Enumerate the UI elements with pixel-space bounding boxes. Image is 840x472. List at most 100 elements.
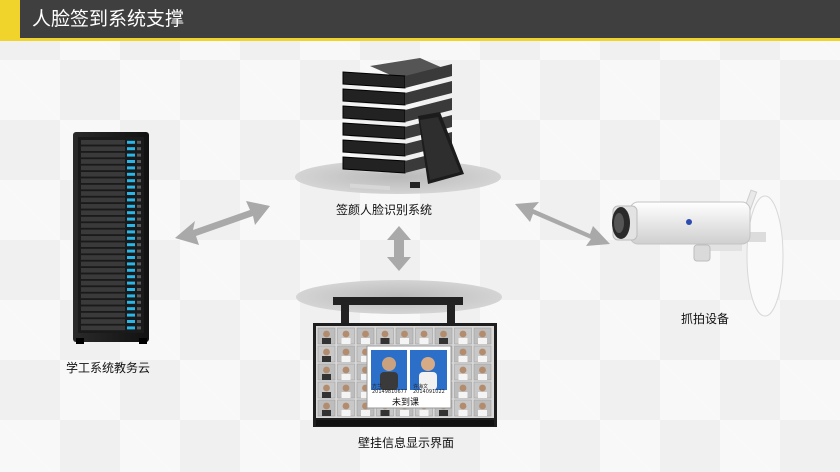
slide-title: 人脸签到系统支撑 <box>32 8 185 30</box>
photo-face <box>479 402 486 410</box>
camera-label: 抓拍设备 <box>681 312 730 326</box>
rack-port <box>137 211 141 215</box>
rack-port <box>137 198 141 202</box>
arrow-cloud-recognition <box>175 201 270 245</box>
photo-shirt <box>341 374 351 380</box>
photo-shirt <box>361 374 370 380</box>
rack-port <box>137 172 141 176</box>
rack-led <box>127 313 135 317</box>
photo-shirt <box>478 374 487 380</box>
rack-led <box>127 198 135 202</box>
display-card1-id: 20149810677 <box>372 389 407 395</box>
photo-face <box>459 330 467 338</box>
rack-slot <box>81 293 125 299</box>
photo-face <box>362 330 369 338</box>
server-unit-side <box>405 81 452 105</box>
photo-face <box>323 402 330 410</box>
photo-shirt <box>478 356 487 362</box>
rack-port <box>137 160 141 163</box>
rack-slot <box>81 229 125 235</box>
rack-slot <box>81 248 125 254</box>
photo-shirt <box>400 338 409 344</box>
rack-slot <box>81 236 125 241</box>
photo-shirt <box>361 410 370 416</box>
rack-slot <box>81 172 125 177</box>
rack-slot <box>81 210 125 215</box>
photo-face <box>342 330 350 338</box>
rack-led <box>127 294 135 298</box>
rack-led <box>127 224 135 227</box>
rack-port <box>137 179 141 183</box>
rack-slot <box>81 319 125 324</box>
rack-led <box>127 147 135 151</box>
title-bar: 人脸签到系统支撑 <box>0 0 840 41</box>
rack-slot <box>81 261 125 267</box>
rack-port <box>137 294 141 298</box>
rack-led <box>127 300 135 304</box>
rack-slot <box>81 184 125 190</box>
rack-port <box>137 140 141 144</box>
photo-shirt <box>341 392 351 398</box>
rack-port <box>137 281 141 285</box>
photo-face <box>459 366 467 374</box>
rack-port <box>137 236 141 240</box>
photo-shirt <box>380 410 390 416</box>
photo-shirt <box>322 392 331 398</box>
server-unit-side <box>405 64 452 88</box>
rack-slot <box>81 287 125 292</box>
rack-slot <box>81 325 125 331</box>
rack-port <box>137 307 141 311</box>
photo-shirt <box>322 338 331 344</box>
rack-led <box>127 236 135 240</box>
rack-led <box>127 275 135 279</box>
photo-shirt <box>458 392 468 398</box>
photo-face <box>479 384 486 392</box>
photo-face <box>459 384 467 392</box>
rack-led <box>127 249 135 253</box>
display-status: 未到课 <box>392 398 420 408</box>
rack-port <box>137 313 141 317</box>
display-card1-name: 方兰 <box>372 384 383 390</box>
photo-shirt <box>322 356 331 362</box>
server-unit-side <box>405 98 452 122</box>
rack-led <box>127 172 135 176</box>
rack-port <box>137 243 141 247</box>
server-rack-icon <box>73 132 149 344</box>
rack-slot <box>81 255 125 260</box>
photo-shirt <box>322 410 331 416</box>
photo-shirt <box>458 410 468 416</box>
rack-port <box>137 326 141 330</box>
photo-shirt <box>478 392 487 398</box>
photo-face <box>479 348 486 356</box>
rack-slot <box>81 165 125 171</box>
photo-face <box>440 330 447 338</box>
title-accent <box>0 0 20 38</box>
photo-shirt <box>400 410 409 416</box>
rack-led <box>127 192 135 195</box>
photo-shirt <box>458 338 468 344</box>
rack-slot <box>81 191 125 196</box>
camera-icon <box>612 189 784 317</box>
rack-port <box>137 256 141 259</box>
rack-led <box>127 262 135 266</box>
rack-port <box>137 288 141 291</box>
photo-face <box>381 330 389 338</box>
wall-display-icon <box>313 297 497 427</box>
photo-shirt <box>419 410 429 416</box>
photo-shirt <box>458 356 468 362</box>
rack-port <box>137 268 141 272</box>
rack-port <box>137 300 141 304</box>
rack-port <box>137 217 141 221</box>
photo-shirt <box>478 338 487 344</box>
rack-led <box>127 204 135 208</box>
photo-face <box>323 348 330 356</box>
rack-led <box>127 185 135 189</box>
rack-slot <box>81 274 125 279</box>
rack-port <box>137 192 141 195</box>
rack-slot <box>81 312 125 318</box>
photo-shirt <box>341 356 351 362</box>
rack-led <box>127 256 135 259</box>
rack-led <box>127 166 135 170</box>
rack-led <box>127 320 135 323</box>
